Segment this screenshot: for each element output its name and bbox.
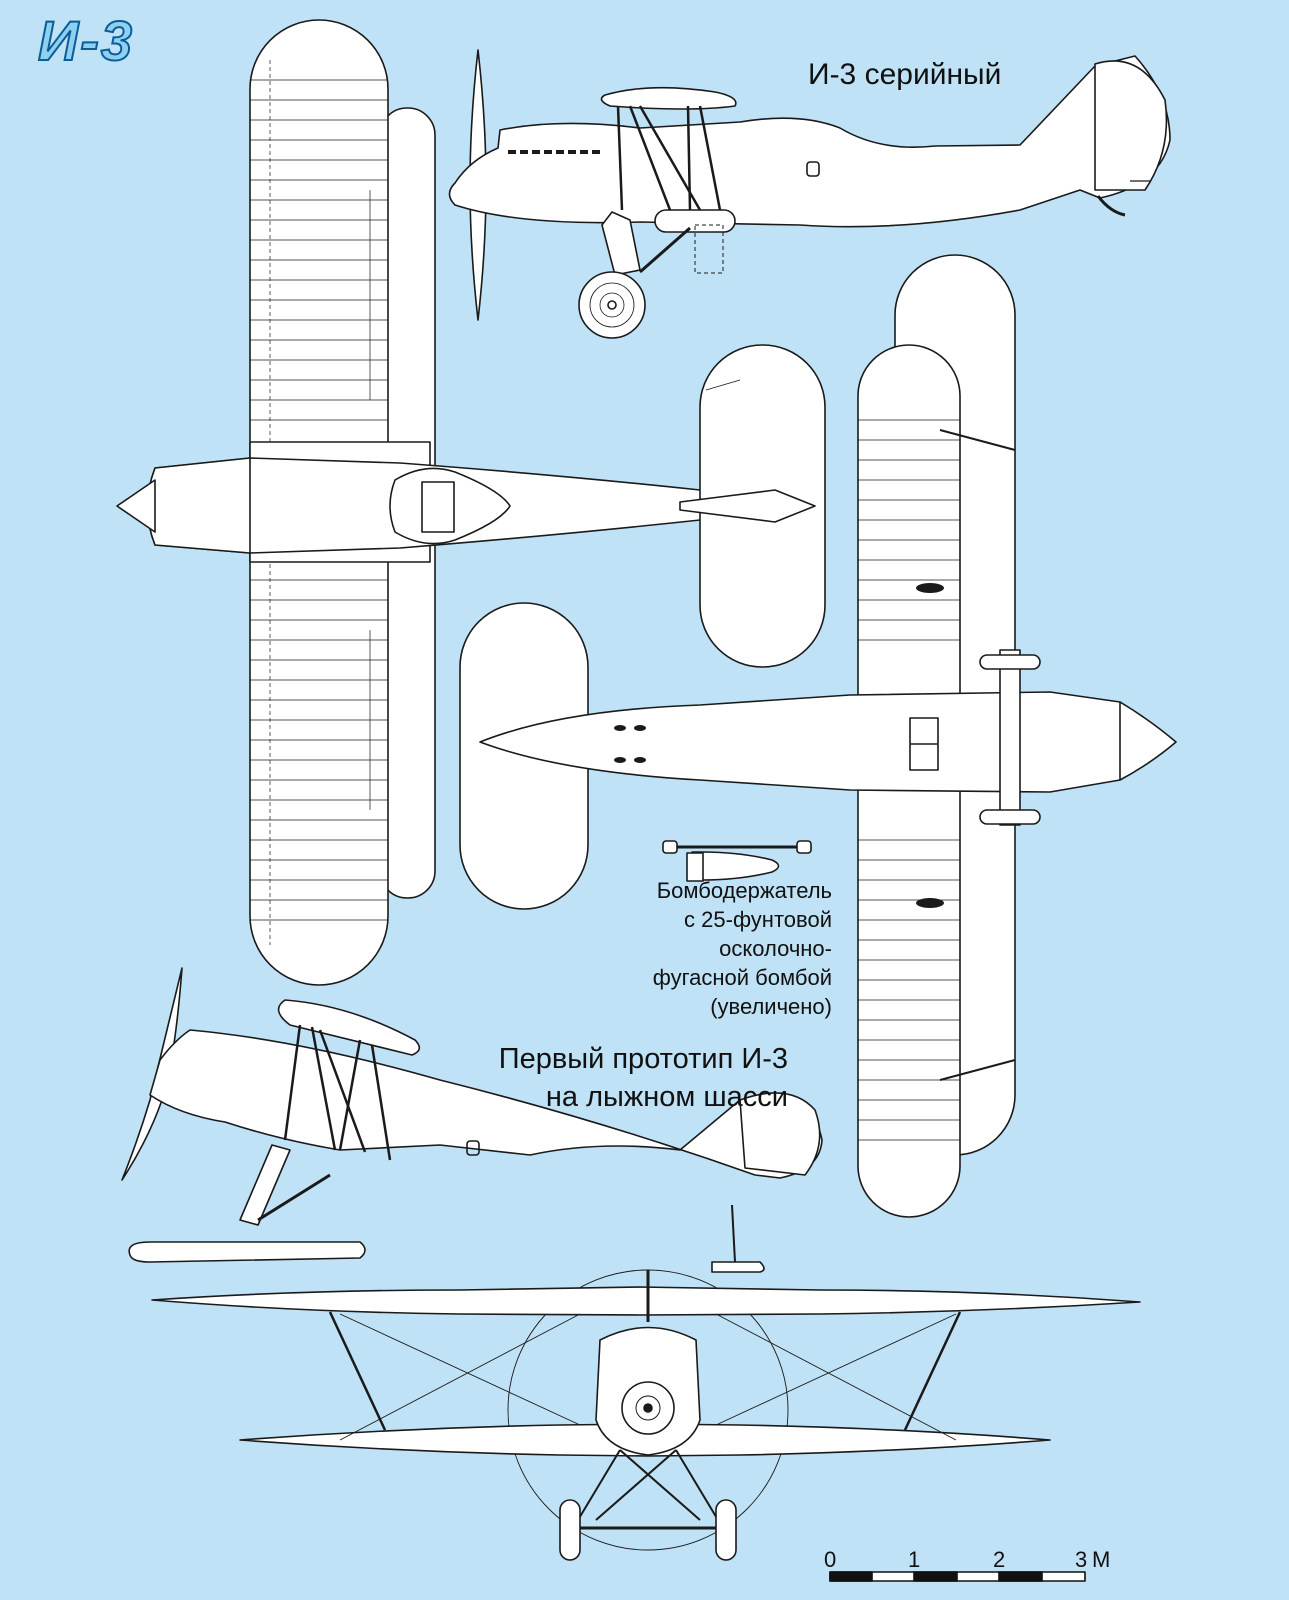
front-view-left-wheel xyxy=(559,1499,581,1561)
prototype-ski-leg xyxy=(239,1144,291,1226)
bottom-view-bomb-racks xyxy=(614,583,944,908)
top-view-spinner xyxy=(116,479,156,533)
bomb-body xyxy=(691,851,780,881)
serial-exhaust-ports xyxy=(508,150,600,154)
caption-prototype-line-1: Первый прототип И-3 xyxy=(498,1043,788,1075)
serial-lower-wing xyxy=(654,209,736,233)
bottom-view xyxy=(459,254,1177,1218)
scale-unit: М xyxy=(1092,1547,1111,1572)
bottom-view-nose xyxy=(1119,701,1177,781)
side-view-prototype-skis xyxy=(121,967,823,1273)
scale-tick-0: 0 xyxy=(824,1547,837,1572)
prototype-upper-wing xyxy=(277,999,421,1056)
front-view xyxy=(151,1269,1141,1561)
serial-rudder xyxy=(1094,60,1168,191)
bottom-view-axle xyxy=(999,649,1021,826)
serial-landing-gear xyxy=(578,211,691,339)
top-view-cowling xyxy=(146,457,251,554)
scale-tick-3: 3 xyxy=(1075,1547,1088,1572)
caption-bomb-rack: Бомбодержатель с 25-фунтовой осколочно- … xyxy=(600,876,832,1021)
serial-upper-wing xyxy=(600,86,737,110)
serial-struts xyxy=(616,105,722,211)
side-view-serial xyxy=(448,49,1171,339)
prototype-ski xyxy=(128,1241,366,1263)
caption-serial: И-3 серийный xyxy=(808,58,1002,91)
scale-tick-1: 1 xyxy=(908,1547,921,1572)
top-view-fin xyxy=(679,489,816,523)
scale-tick-2: 2 xyxy=(993,1547,1006,1572)
sheet-title: И-3 xyxy=(37,8,135,73)
prototype-struts xyxy=(283,1024,392,1161)
front-view-upper-wing xyxy=(151,1286,1141,1316)
prototype-tail-ski xyxy=(711,1261,765,1273)
top-view-wing-ribs xyxy=(250,60,388,945)
front-view-struts xyxy=(328,1311,962,1431)
caption-bomb-rack-line-1: Бомбодержатель xyxy=(656,878,832,903)
bomb-fins xyxy=(686,852,704,882)
caption-bomb-rack-line-2: с 25-фунтовой осколочно- xyxy=(684,907,832,961)
front-view-right-wheel xyxy=(715,1499,737,1561)
top-view-cockpit-opening xyxy=(421,481,455,533)
caption-prototype: Первый прототип И-3 на лыжном шасси xyxy=(400,1040,788,1116)
caption-bomb-rack-line-4: (увеличено) xyxy=(710,994,832,1019)
bottom-view-wing-ribs xyxy=(858,419,1016,1141)
caption-bomb-rack-line-3: фугасной бомбой xyxy=(652,965,832,990)
prototype-rudder xyxy=(739,1092,821,1176)
bomb-rack-detail xyxy=(662,840,812,882)
top-view xyxy=(116,19,826,986)
caption-prototype-line-2: на лыжном шасси xyxy=(545,1081,788,1113)
serial-tailskid xyxy=(1096,195,1126,217)
front-view-landing-gear xyxy=(577,1449,719,1521)
scale-bar xyxy=(829,1571,1086,1582)
